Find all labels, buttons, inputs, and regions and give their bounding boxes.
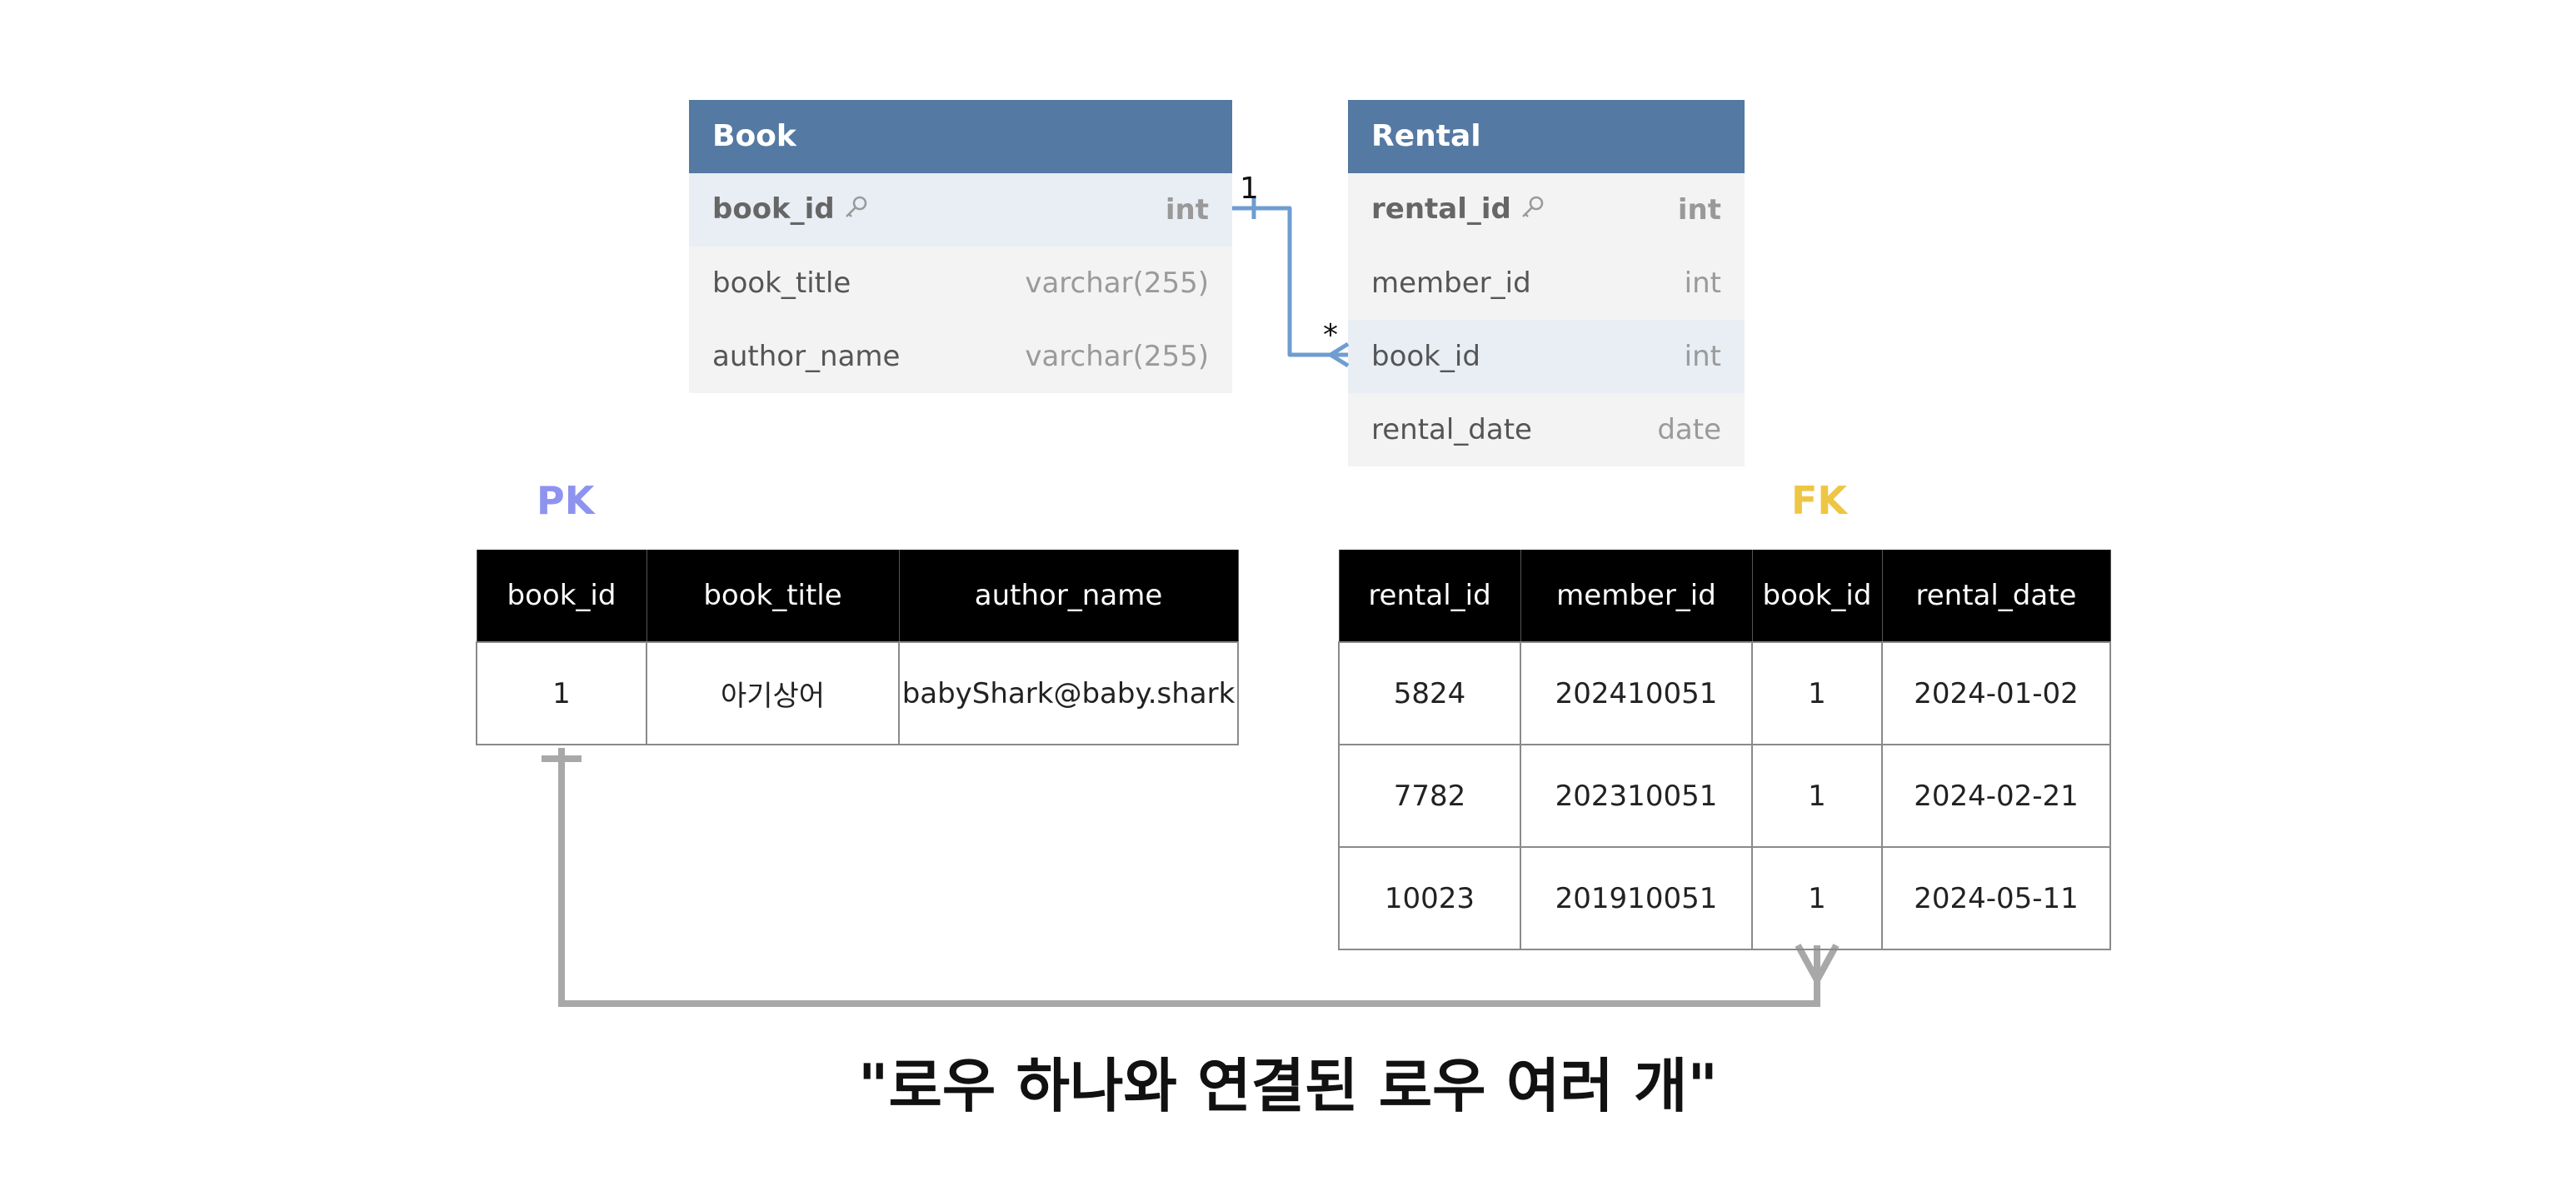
table-row: 1 아기상어 babyShark@baby.shark xyxy=(476,641,1239,745)
crow-foot-right xyxy=(1814,944,1840,982)
column-header: author_name xyxy=(898,550,1239,642)
crow-foot-left xyxy=(1795,944,1820,982)
rental-entity-title: Rental xyxy=(1348,100,1745,173)
book-entity-column-name: book_id xyxy=(712,192,835,227)
rental-table: rental_id member_id book_id rental_date … xyxy=(1338,550,2111,950)
table-cell: 1 xyxy=(1751,846,1883,950)
table-row: 7782 202310051 1 2024-02-21 xyxy=(1338,744,2111,848)
book-table: book_id book_title author_name 1 아기상어 ba… xyxy=(476,550,1239,745)
table-header-row: rental_id member_id book_id rental_date xyxy=(1338,550,2111,642)
rental-entity-column-type: date xyxy=(1657,413,1721,446)
rental-entity-row-rental-date: rental_date date xyxy=(1348,393,1745,466)
column-header: book_title xyxy=(646,550,900,642)
crow-foot-lower xyxy=(1329,352,1350,368)
table-cell: 2024-05-11 xyxy=(1881,846,2111,950)
pk-tag: PK xyxy=(537,478,595,523)
book-entity-column-name: book_title xyxy=(712,267,851,300)
book-entity-column-type: varchar(255) xyxy=(1025,267,1209,300)
one-cardinality-label: 1 xyxy=(1240,172,1259,206)
table-cell: 1 xyxy=(1751,744,1883,848)
book-entity-row-author-name: author_name varchar(255) xyxy=(689,320,1232,393)
fk-tag: FK xyxy=(1791,478,1848,523)
rental-entity-column-type: int xyxy=(1684,340,1721,373)
rental-entity-row-rental-id: rental_id int xyxy=(1348,173,1745,247)
rental-entity: Rental rental_id int member_id int book_… xyxy=(1348,100,1745,466)
table-cell: 2024-01-02 xyxy=(1881,641,2111,745)
rental-entity-row-member-id: member_id int xyxy=(1348,247,1745,320)
book-entity-column-type: int xyxy=(1165,193,1209,227)
rental-entity-column-name: rental_id xyxy=(1371,192,1511,227)
key-icon xyxy=(843,194,868,227)
table-cell: 1 xyxy=(1751,641,1883,745)
rental-entity-column-name: rental_date xyxy=(1371,413,1532,446)
table-cell: babyShark@baby.shark xyxy=(898,641,1239,745)
table-cell: 1 xyxy=(476,641,647,745)
table-cell: 7782 xyxy=(1338,744,1521,848)
many-cardinality-label: * xyxy=(1323,318,1338,352)
rental-entity-column-type: int xyxy=(1677,193,1721,227)
book-entity: Book book_id int book_title varchar(255)… xyxy=(689,100,1232,393)
column-header: rental_id xyxy=(1338,550,1521,642)
table-cell: 202410051 xyxy=(1520,641,1753,745)
table-row: 5824 202410051 1 2024-01-02 xyxy=(1338,641,2111,745)
table-cell: 202310051 xyxy=(1520,744,1753,848)
table-cell: 5824 xyxy=(1338,641,1521,745)
book-entity-row-book-id: book_id int xyxy=(689,173,1232,247)
table-header-row: book_id book_title author_name xyxy=(476,550,1239,642)
rental-entity-column-name: book_id xyxy=(1371,340,1480,373)
book-entity-column-name: author_name xyxy=(712,340,901,373)
key-icon xyxy=(1520,194,1545,227)
rental-entity-column-name: member_id xyxy=(1371,267,1531,300)
table-cell: 아기상어 xyxy=(646,641,900,745)
column-header: rental_date xyxy=(1881,550,2111,642)
book-entity-title: Book xyxy=(689,100,1232,173)
er-relationship-line xyxy=(1232,206,1348,357)
table-cell: 10023 xyxy=(1338,846,1521,950)
book-entity-column-type: varchar(255) xyxy=(1025,340,1209,373)
rental-entity-row-book-id: book_id int xyxy=(1348,320,1745,393)
table-cell: 201910051 xyxy=(1520,846,1753,950)
book-entity-row-book-title: book_title varchar(255) xyxy=(689,247,1232,320)
table-row: 10023 201910051 1 2024-05-11 xyxy=(1338,846,2111,950)
crow-foot-upper xyxy=(1329,341,1350,357)
column-header: member_id xyxy=(1520,550,1753,642)
caption: "로우 하나와 연결된 로우 여러 개" xyxy=(858,1052,1718,1120)
table-cell: 2024-02-21 xyxy=(1881,744,2111,848)
rental-entity-column-type: int xyxy=(1684,267,1721,300)
column-header: book_id xyxy=(476,550,647,642)
column-header: book_id xyxy=(1751,550,1883,642)
